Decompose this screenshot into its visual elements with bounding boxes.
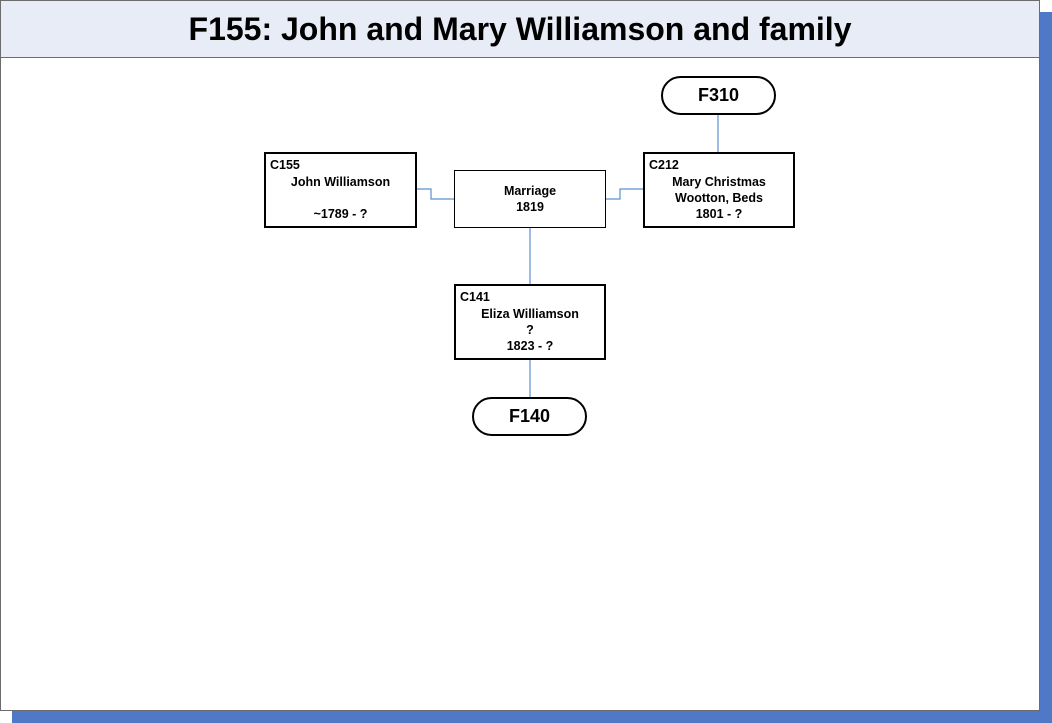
child-family-node[interactable]: F140 <box>472 397 587 436</box>
marriage-label: Marriage <box>503 184 557 198</box>
wife-place: Wootton, Beds <box>675 191 763 205</box>
page-title: F155: John and Mary Williamson and famil… <box>188 10 852 47</box>
title-bar: F155: John and Mary Williamson and famil… <box>1 1 1039 58</box>
parent-family-label: F310 <box>697 85 740 105</box>
child-name: Eliza Williamson <box>481 307 579 321</box>
marriage-box[interactable]: Marriage 1819 <box>454 170 606 228</box>
child-place: ? <box>526 323 534 337</box>
husband-connector <box>417 188 454 200</box>
child-box[interactable]: C141 Eliza Williamson ? 1823 - ? <box>454 284 606 360</box>
husband-box[interactable]: C155 John Williamson ~1789 - ? <box>264 152 417 228</box>
child-family-label: F140 <box>508 406 551 426</box>
parent-family-node[interactable]: F310 <box>661 76 776 115</box>
marriage-year: 1819 <box>516 200 544 214</box>
wife-box[interactable]: C212 Mary Christmas Wootton, Beds 1801 -… <box>643 152 795 228</box>
husband-id: C155 <box>270 158 300 172</box>
husband-dates: ~1789 - ? <box>313 207 368 221</box>
wife-connector <box>606 188 643 200</box>
wife-id: C212 <box>649 158 679 172</box>
child-dates: 1823 - ? <box>506 339 554 353</box>
child-id: C141 <box>460 290 490 304</box>
wife-dates: 1801 - ? <box>695 207 743 221</box>
wife-name: Mary Christmas <box>672 175 766 189</box>
husband-name: John Williamson <box>290 175 391 189</box>
